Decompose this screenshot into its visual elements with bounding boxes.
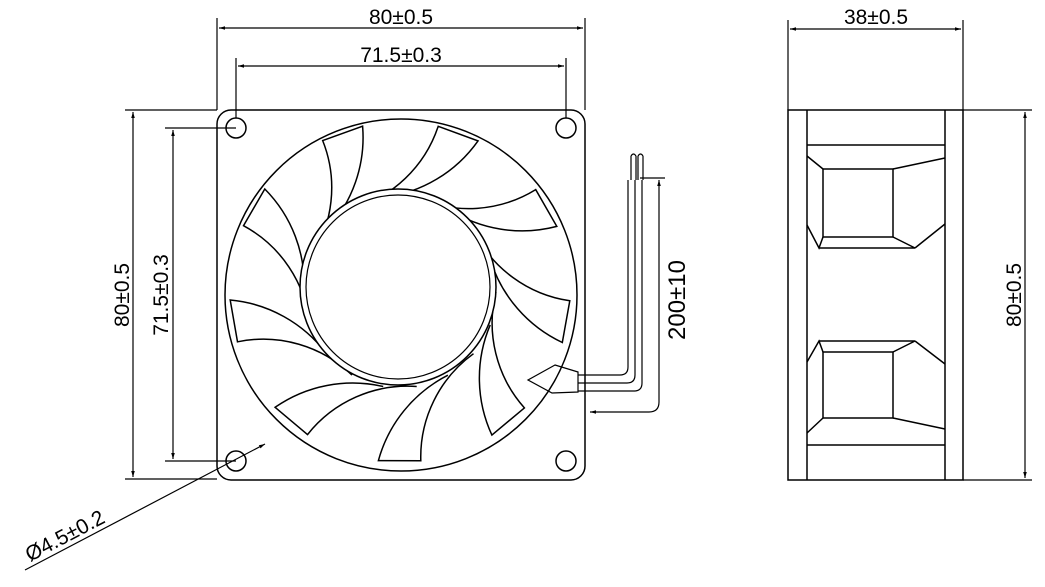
side-strut-top xyxy=(806,155,946,250)
lead-length-dim: 200±10 xyxy=(664,260,691,340)
wire-clip xyxy=(526,364,579,394)
hole-diameter-dim: Ø4.5±0.2 xyxy=(22,506,109,566)
front-view: 80±0.5 71.5±0.3 80±0.5 71.5±0.3 Ø4.5±0.2… xyxy=(22,6,691,571)
side-frame xyxy=(787,109,964,481)
hub xyxy=(299,188,497,386)
fan-blade xyxy=(478,291,526,437)
hole-leader-line xyxy=(24,443,266,571)
width-dim: 80±0.5 xyxy=(369,6,433,29)
fan-blade xyxy=(273,382,417,436)
lead-length-dim-line xyxy=(590,180,661,414)
hole-spacing-v-dim: 71.5±0.3 xyxy=(150,254,173,336)
hole-spacing-h-dim: 71.5±0.3 xyxy=(360,44,442,67)
mounting-hole xyxy=(555,117,577,139)
side-strut-bottom xyxy=(806,339,946,434)
side-height-dim: 80±0.5 xyxy=(1003,263,1026,327)
venturi-ring xyxy=(224,118,578,472)
mounting-hole xyxy=(555,450,577,472)
hub-inner xyxy=(305,194,491,380)
fan-frame xyxy=(216,109,586,481)
side-view: 38±0.5 80±0.5 xyxy=(787,6,1032,481)
fan-blade xyxy=(377,353,474,462)
fan-blade xyxy=(229,299,353,376)
height-dim: 80±0.5 xyxy=(111,263,134,327)
depth-dim: 38±0.5 xyxy=(844,6,908,29)
fan-blade xyxy=(472,229,571,344)
